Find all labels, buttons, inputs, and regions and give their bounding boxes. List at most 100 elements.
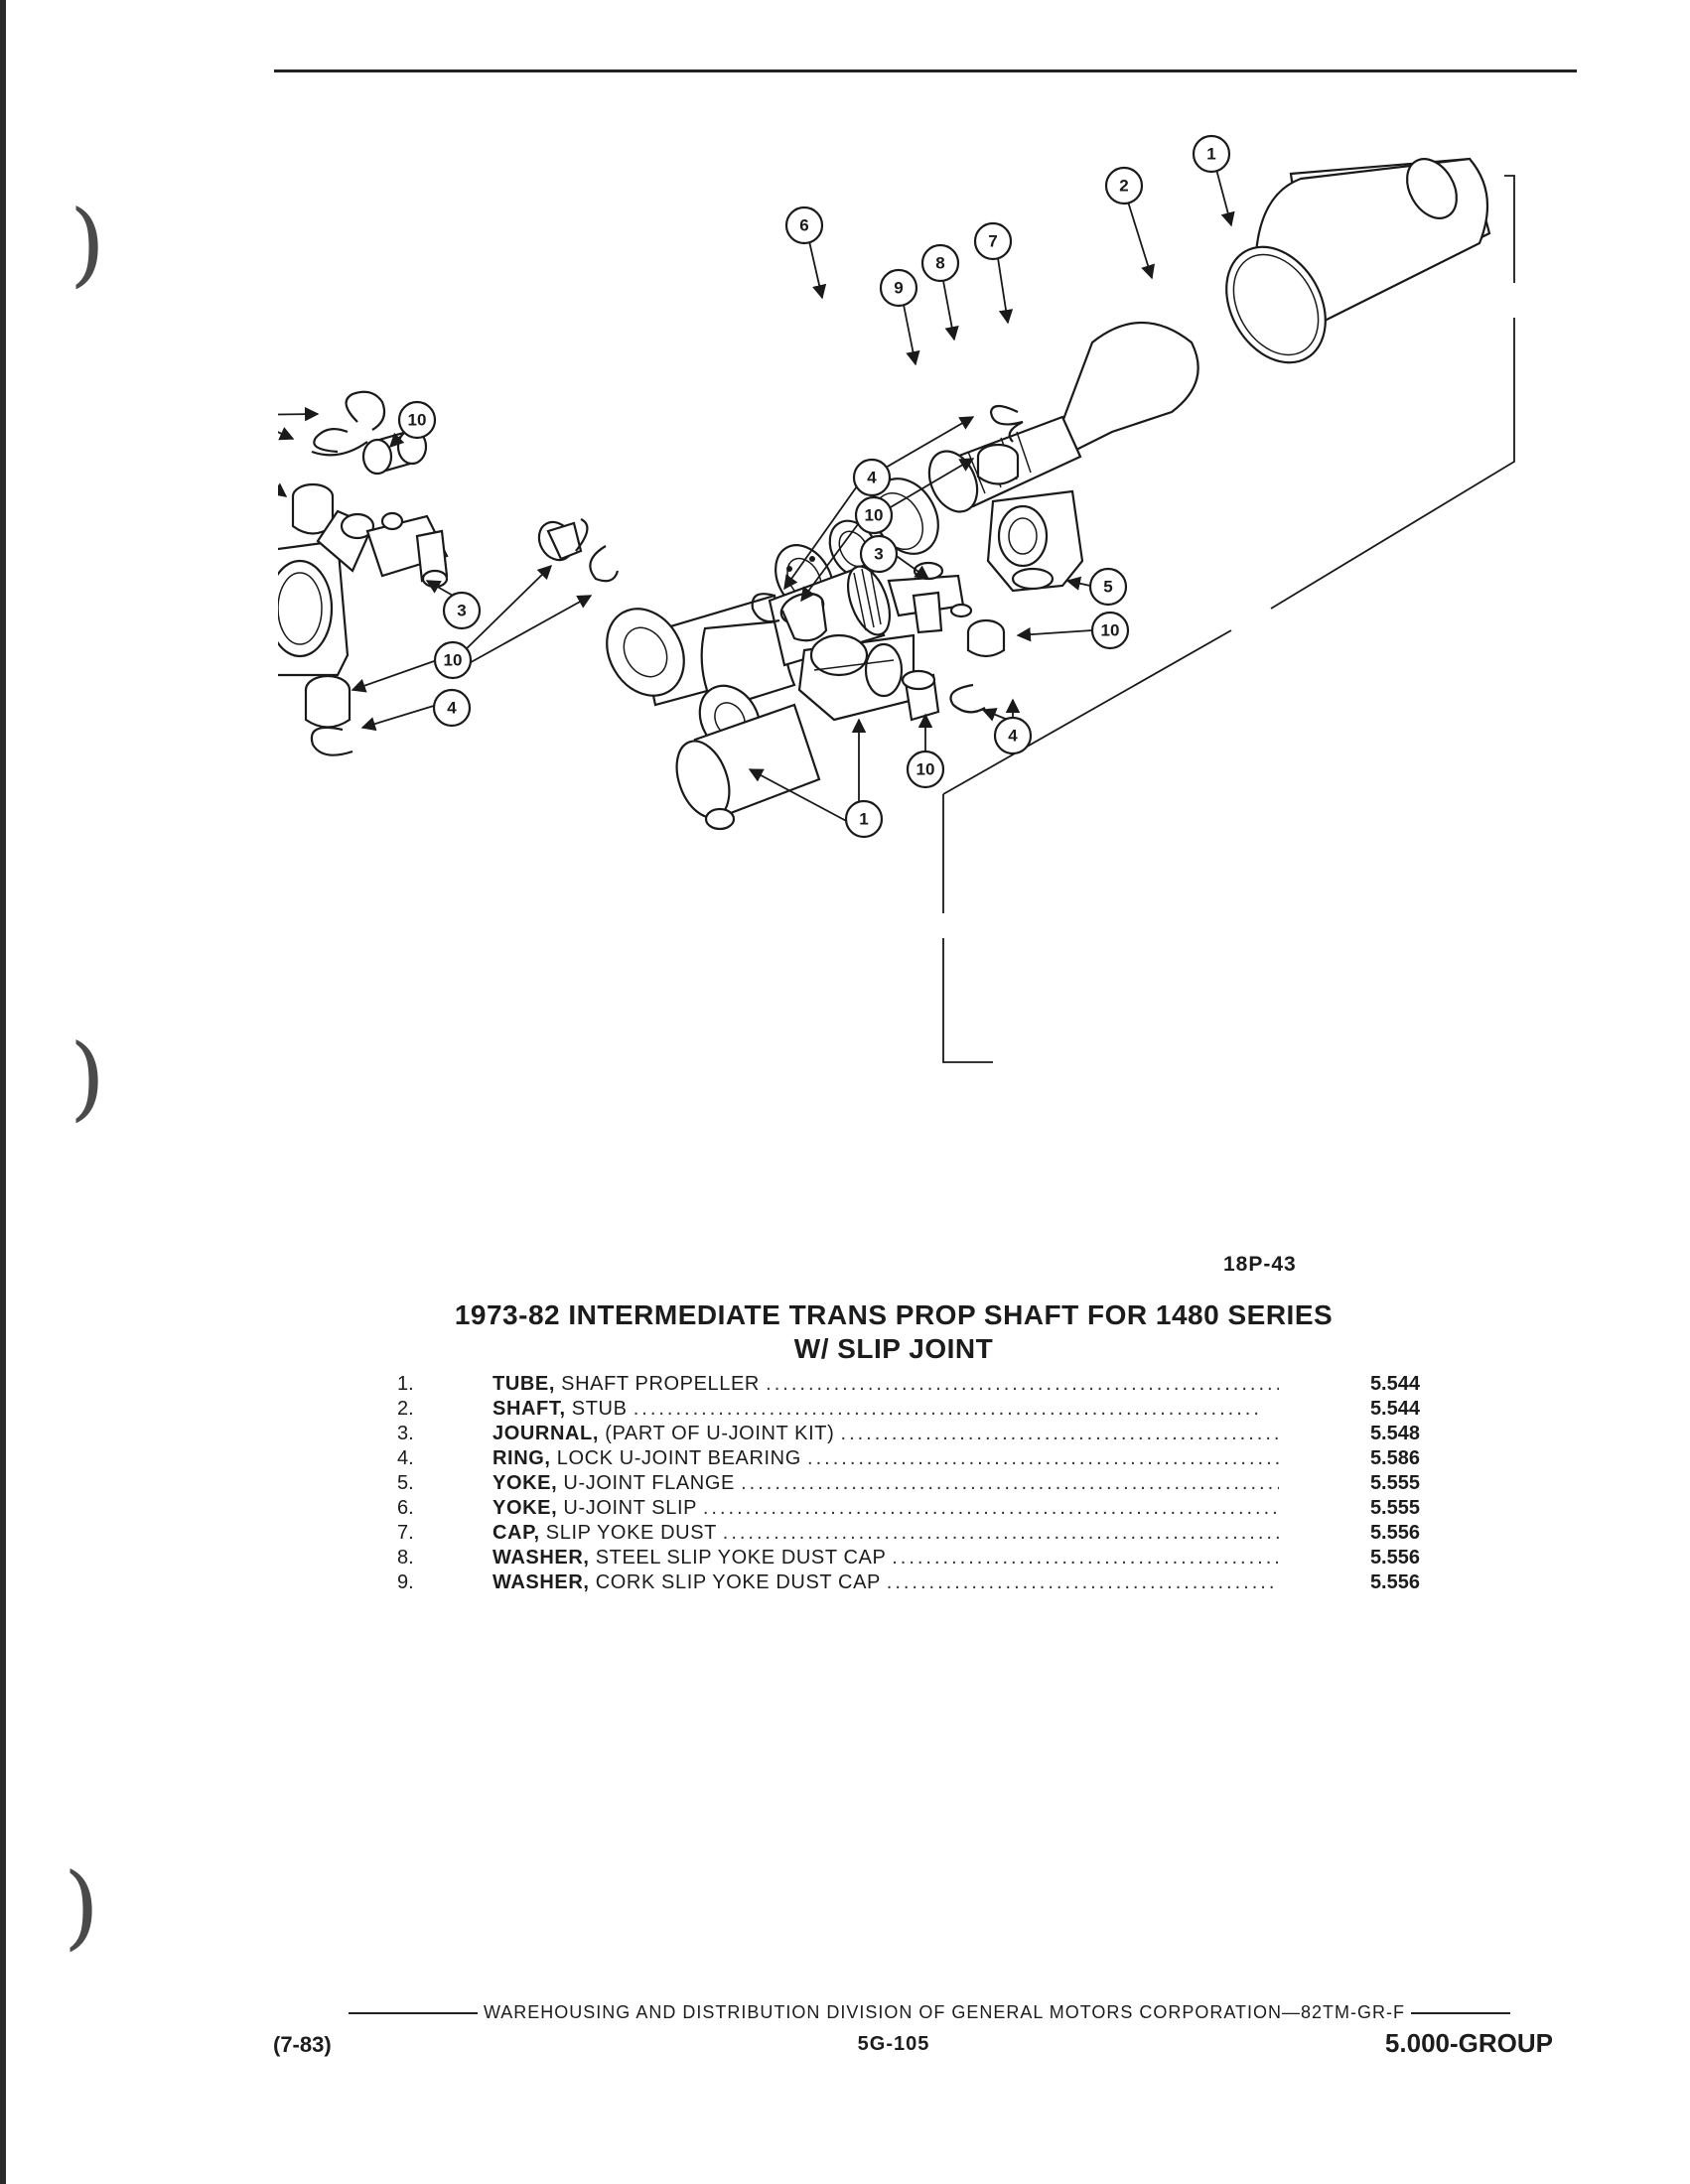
bearing-cup-right-lower (779, 592, 828, 642)
callout-arrows (278, 161, 1235, 825)
part-description: JOURNAL, (PART OF U-JOINT KIT) .........… (493, 1422, 1279, 1446)
part-detail: (PART OF U-JOINT KIT) (605, 1423, 835, 1444)
bearing-cup-right-top (976, 443, 1020, 485)
parts-list-row: 2. SHAFT, STUB .........................… (397, 1397, 1430, 1422)
bearing-cup-left-top (361, 428, 428, 476)
part-group-number: 5.544 (1369, 1398, 1420, 1420)
part-name: YOKE, (493, 1472, 558, 1494)
leader-dots: ........................................… (807, 1447, 1279, 1469)
footer-date-code: (7-83) (273, 2032, 332, 2057)
callout-10-left-top: 10 (397, 400, 437, 440)
parts-list-row: 9. WASHER, CORK SLIP YOKE DUST CAP .....… (397, 1570, 1430, 1595)
footer-division-line: WAREHOUSING AND DISTRIBUTION DIVISION OF… (284, 2002, 1575, 2023)
page-edge (0, 0, 6, 2184)
leader-dots: ........................................… (633, 1398, 1262, 1420)
binder-hole-middle: ) (70, 1024, 105, 1131)
leader-dots: ........................................… (892, 1547, 1279, 1569)
svg-text:2: 2 (1119, 177, 1128, 196)
parts-list-row: 1. TUBE, SHAFT PROPELLER ...............… (397, 1372, 1430, 1397)
part-group-number: 5.544 (1369, 1373, 1420, 1395)
yoke-u-joint-flange-right (986, 489, 1084, 593)
svg-text:8: 8 (935, 254, 944, 273)
ring-lock-left-upper (311, 390, 386, 457)
svg-text:10: 10 (916, 760, 935, 779)
part-name: SHAFT, (493, 1398, 566, 1420)
svg-text:5: 5 (1103, 578, 1112, 597)
bearing-cup-right-side (966, 618, 1006, 658)
page-subtitle: W/ SLIP JOINT (793, 1333, 994, 1364)
callout-10-left-bottom: 10 (433, 640, 473, 680)
leader-dots: ........................................… (886, 1571, 1279, 1593)
ring-lock-left-lower (310, 726, 353, 756)
svg-text:10: 10 (408, 411, 427, 430)
svg-text:4: 4 (447, 699, 457, 718)
svg-text:7: 7 (988, 232, 997, 251)
part-detail: U-JOINT SLIP (563, 1497, 697, 1519)
svg-text:6: 6 (799, 216, 808, 235)
part-number: 4. (397, 1447, 414, 1469)
footer-division: WAREHOUSING AND DISTRIBUTION DIVISION OF… (483, 2002, 1406, 2022)
callout-4-right: 4 (852, 458, 892, 497)
leader-dots: ........................................… (840, 1423, 1279, 1444)
footer-page-number: 5G-105 (857, 2033, 930, 2055)
svg-text:10: 10 (1101, 621, 1120, 640)
part-description: TUBE, SHAFT PROPELLER ..................… (493, 1372, 1279, 1397)
part-group-number: 5.556 (1369, 1547, 1420, 1569)
parts-list-row: 5. YOKE, U-JOINT FLANGE ................… (397, 1471, 1430, 1496)
bearing-cup-middle (537, 518, 589, 562)
part-name: WASHER, (493, 1547, 590, 1569)
part-description: RING, LOCK U-JOINT BEARING .............… (493, 1446, 1279, 1471)
svg-text:10: 10 (865, 506, 884, 525)
assembly-guide-frame (942, 175, 1515, 1063)
tube-shaft-propeller-bottom (675, 703, 821, 831)
part-name: WASHER, (493, 1571, 590, 1593)
part-group-number: 5.548 (1369, 1423, 1420, 1444)
callout-4-right-bottom: 4 (993, 716, 1033, 755)
page-title: 1973-82 INTERMEDIATE TRANS PROP SHAFT FO… (454, 1299, 1334, 1330)
journal-cross-right (887, 561, 973, 634)
ring-lock-right-top (989, 404, 1024, 443)
callout-1-top: 1 (1192, 134, 1231, 174)
part-number: 8. (397, 1547, 414, 1569)
ring-lock-middle (589, 545, 620, 583)
journal-cross-left (365, 511, 449, 589)
leader-dots: ........................................… (741, 1472, 1279, 1494)
part-detail: CORK SLIP YOKE DUST CAP (595, 1571, 881, 1593)
part-name: TUBE, (493, 1373, 555, 1395)
part-group-number: 5.586 (1369, 1447, 1420, 1469)
part-number: 5. (397, 1472, 414, 1494)
leader-dots: ........................................… (722, 1522, 1279, 1544)
part-number: 3. (397, 1423, 414, 1444)
callout-7: 7 (973, 221, 1013, 261)
part-name: CAP, (493, 1522, 540, 1544)
bearing-cup-left-lower (304, 674, 352, 729)
part-number: 9. (397, 1571, 414, 1593)
callout-10-right: 10 (854, 495, 894, 535)
tube-shaft-propeller-top (1225, 157, 1491, 364)
part-group-number: 5.555 (1369, 1497, 1420, 1519)
callout-10-right-side: 10 (1090, 611, 1130, 650)
callout-1-bottom: 1 (844, 799, 884, 839)
leader-dots: ........................................… (766, 1373, 1279, 1395)
part-description: CAP, SLIP YOKE DUST ....................… (493, 1521, 1279, 1546)
svg-text:4: 4 (867, 469, 877, 487)
ring-lock-right-left (751, 593, 780, 623)
yoke-u-joint-slip-right (797, 633, 915, 722)
callout-4-left-bottom: 4 (432, 688, 472, 728)
shaft-stub (927, 322, 1199, 513)
part-description: YOKE, U-JOINT SLIP .....................… (493, 1496, 1279, 1521)
leader-dots: ........................................… (702, 1497, 1279, 1519)
bearing-cup-right-bottom (901, 669, 940, 722)
part-description: WASHER, STEEL SLIP YOKE DUST CAP .......… (493, 1546, 1279, 1570)
part-group-number: 5.556 (1369, 1522, 1420, 1544)
part-number: 6. (397, 1497, 414, 1519)
part-group-number: 5.556 (1369, 1571, 1420, 1593)
part-group-number: 5.555 (1369, 1472, 1420, 1494)
yoke-u-joint-flange-left (278, 509, 375, 677)
part-name: YOKE, (493, 1497, 558, 1519)
footer-rule-left (348, 2012, 478, 2015)
part-description: SHAFT, STUB ............................… (493, 1397, 1279, 1422)
exploded-parts-diagram: 1 2 7 8 9 6 4 10 10 5 3 10 4 4 10 3 5 10… (278, 134, 1515, 1063)
parts-list-row: 3. JOURNAL, (PART OF U-JOINT KIT) ......… (397, 1422, 1430, 1446)
svg-text:1: 1 (859, 810, 868, 829)
